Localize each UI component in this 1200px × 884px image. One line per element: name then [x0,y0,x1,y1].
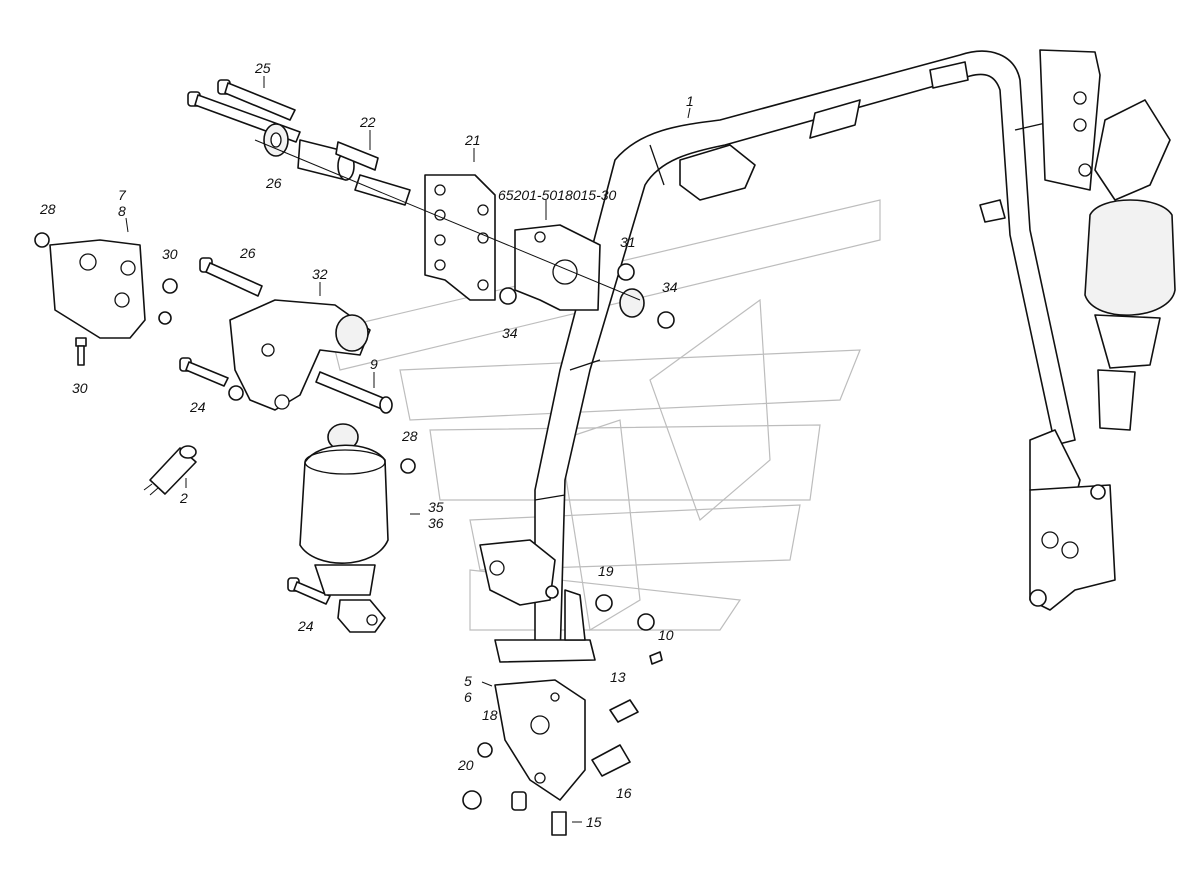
callout-18: 18 [482,707,498,723]
callout-22: 22 [359,114,376,130]
callout-31: 31 [620,234,636,250]
bolts-24-9 [179,357,393,605]
callout-26-top: 26 [265,175,282,191]
bracket-32 [199,257,371,411]
callout-7: 7 [118,187,127,203]
callout-34-right: 34 [662,279,678,295]
fasteners-lower [462,594,663,836]
callout-21: 21 [464,132,481,148]
callout-30-bottom: 30 [72,380,88,396]
callout-19: 19 [598,563,614,579]
callout-2: 2 [179,490,188,506]
main-frame [479,49,1176,663]
bracket-7-8 [34,232,178,366]
bushings [263,123,411,206]
air-spring-35-36 [299,423,416,633]
callout-6: 6 [464,689,472,705]
nuts [254,139,675,329]
callout-25: 25 [254,60,271,76]
leader-lines [125,76,691,823]
callout-32: 32 [312,266,328,282]
callout-15: 15 [586,814,602,830]
callout-part-number: 65201-5018015-30 [498,187,617,203]
callout-35: 35 [428,499,444,515]
callout-24-upper: 24 [189,399,206,415]
callout-20: 20 [457,757,474,773]
bracket-5-6 [494,679,586,801]
callout-1: 1 [686,93,694,109]
callout-26-mid: 26 [239,245,256,261]
callout-9: 9 [370,356,378,372]
bracket-21 [424,174,496,301]
sensor-2 [143,445,197,496]
callout-24-lower: 24 [297,618,314,634]
callout-5: 5 [464,673,472,689]
callout-16: 16 [616,785,632,801]
callouts: 1 25 22 21 65201-5018015-30 26 7 8 28 30… [39,60,694,830]
callout-34-mid: 34 [502,325,518,341]
callout-8: 8 [118,203,126,219]
callout-36: 36 [428,515,444,531]
bracket-65201-5018015-30 [514,224,601,311]
callout-28-left: 28 [39,201,56,217]
callout-30-right: 30 [162,246,178,262]
callout-13: 13 [610,669,626,685]
watermark [329,199,881,631]
callout-10: 10 [658,627,674,643]
callout-28-mid: 28 [401,428,418,444]
